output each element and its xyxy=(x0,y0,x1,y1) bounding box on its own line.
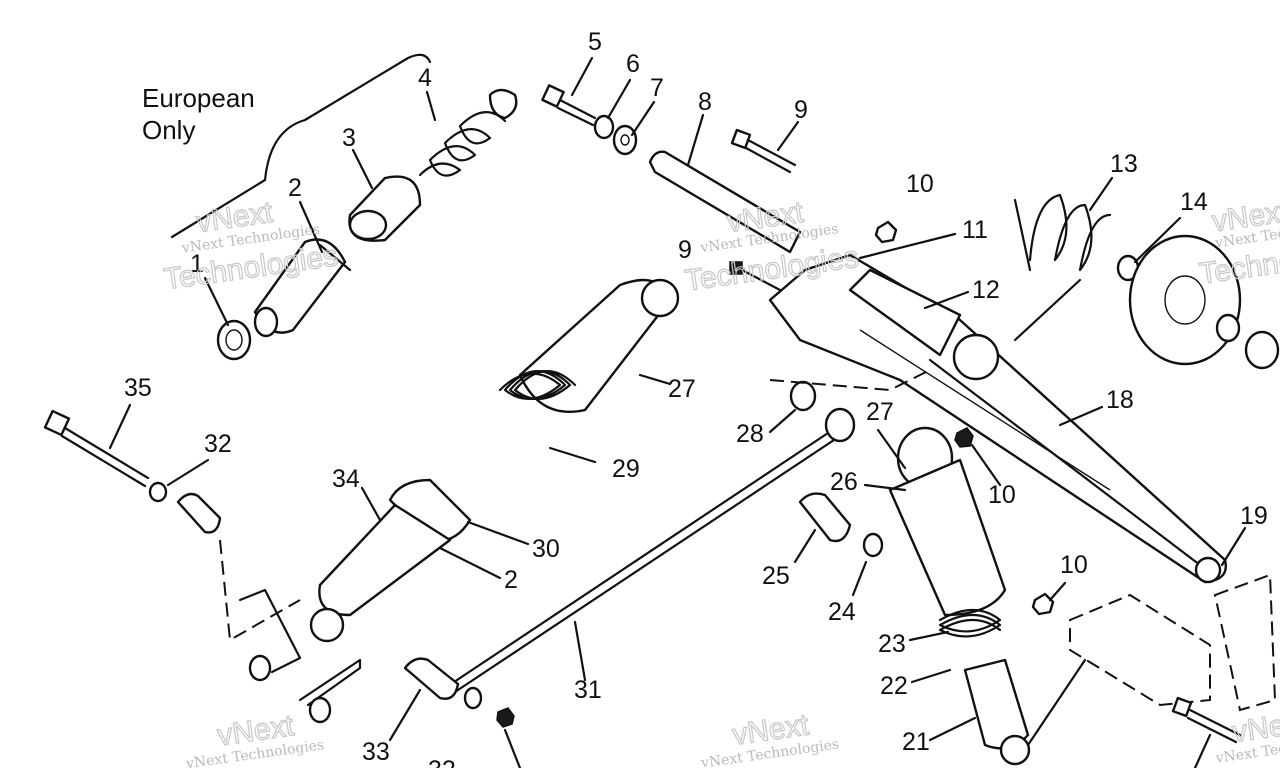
callout-1: 1 xyxy=(190,250,204,278)
callout-31: 31 xyxy=(574,676,602,704)
callout-10-lower: 10 xyxy=(1060,551,1088,579)
part-32-washer-left xyxy=(148,481,168,503)
part-12-sleeve xyxy=(848,268,1000,381)
part-6-washer xyxy=(593,114,615,140)
callout-10-middle: 10 xyxy=(988,481,1016,509)
part-8-shaft xyxy=(648,150,802,254)
clevis-lower xyxy=(308,696,332,724)
part-2-damper-body xyxy=(253,238,352,338)
callout-7: 7 xyxy=(650,74,664,102)
bracket-lower xyxy=(298,658,362,707)
callout-6: 6 xyxy=(626,50,640,78)
callout-33: 33 xyxy=(362,738,390,766)
callout-18: 18 xyxy=(1106,386,1134,414)
callout-9-lower: 9 xyxy=(678,236,692,264)
callout-2-lower: 2 xyxy=(504,566,518,594)
part-10-nut-lower xyxy=(1031,592,1055,616)
callout-26: 26 xyxy=(830,468,858,496)
part-25-spacer xyxy=(798,492,852,543)
callout-28: 28 xyxy=(736,420,764,448)
part-33-bushing-lower xyxy=(403,657,460,700)
callout-25: 25 xyxy=(762,562,790,590)
callout-19: 19 xyxy=(1240,502,1268,530)
callout-27-right: 27 xyxy=(866,398,894,426)
part-13-torsion-spring xyxy=(1013,193,1112,342)
european-brace xyxy=(170,53,432,239)
callout-22: 22 xyxy=(880,672,908,700)
part-4-spring xyxy=(418,88,518,177)
frame-plate-outline xyxy=(1213,573,1277,712)
callout-numbers: 1 2 3 4 5 6 7 8 9 9 10 10 10 11 12 13 14… xyxy=(124,28,1268,768)
part-28-bushing xyxy=(789,380,817,412)
part-9-bolt-lower xyxy=(729,261,782,292)
part-31-link-rod xyxy=(443,407,856,696)
callout-30: 30 xyxy=(532,535,560,563)
bracket-left xyxy=(238,588,302,674)
callout-34: 34 xyxy=(332,465,360,493)
watermark-center-bottom: vNext vNext Technologies xyxy=(699,708,840,768)
clevis-left xyxy=(248,654,272,682)
guide-line-left xyxy=(219,539,301,642)
guide-line-center xyxy=(769,369,931,392)
callout-35: 35 xyxy=(124,374,152,402)
nut-lower xyxy=(496,707,515,728)
part-1-cap xyxy=(216,319,252,361)
callout-3: 3 xyxy=(342,124,356,152)
callout-2-top: 2 xyxy=(288,174,302,202)
callout-29: 29 xyxy=(612,455,640,483)
callout-23: 23 xyxy=(878,630,906,658)
callout-32-upper: 32 xyxy=(204,430,232,458)
european-note-line1: European xyxy=(142,83,255,113)
callout-27-left: 27 xyxy=(668,375,696,403)
part-9-bolt-upper xyxy=(730,128,797,174)
left-shock-absorber xyxy=(309,278,680,643)
european-note-line2: Only xyxy=(142,115,195,145)
frame-bracket-outline xyxy=(1069,593,1211,707)
callout-11: 11 xyxy=(962,216,988,244)
callout-32-lower: 32 xyxy=(428,756,456,768)
callout-4: 4 xyxy=(418,64,432,92)
idler-wheel xyxy=(1128,234,1280,370)
callout-9-upper: 9 xyxy=(794,96,808,124)
part-33-bushing-left xyxy=(176,492,222,534)
part-35-long-bolt xyxy=(43,409,150,488)
leader-lines xyxy=(108,56,1247,768)
watermark-left-bottom: vNext vNext Technologies xyxy=(184,709,325,768)
part-24-washer xyxy=(862,532,884,558)
right-shock-absorber xyxy=(888,426,1031,766)
part-3-collar xyxy=(348,175,422,242)
callout-8: 8 xyxy=(698,88,712,116)
callout-10-upper: 10 xyxy=(906,170,934,198)
callout-12: 12 xyxy=(972,276,1000,304)
callout-21: 21 xyxy=(902,728,930,756)
part-10-nut-middle xyxy=(954,427,974,448)
bolt-lower-right xyxy=(1171,696,1242,744)
part-7-washer xyxy=(612,124,638,156)
callout-24: 24 xyxy=(828,598,856,626)
part-32-washer-lower xyxy=(463,686,483,710)
callout-5: 5 xyxy=(588,28,602,56)
part-10-nut-upper xyxy=(874,220,898,244)
callout-14: 14 xyxy=(1180,188,1208,216)
callout-13: 13 xyxy=(1110,150,1138,178)
part-5-bolt xyxy=(541,84,597,127)
